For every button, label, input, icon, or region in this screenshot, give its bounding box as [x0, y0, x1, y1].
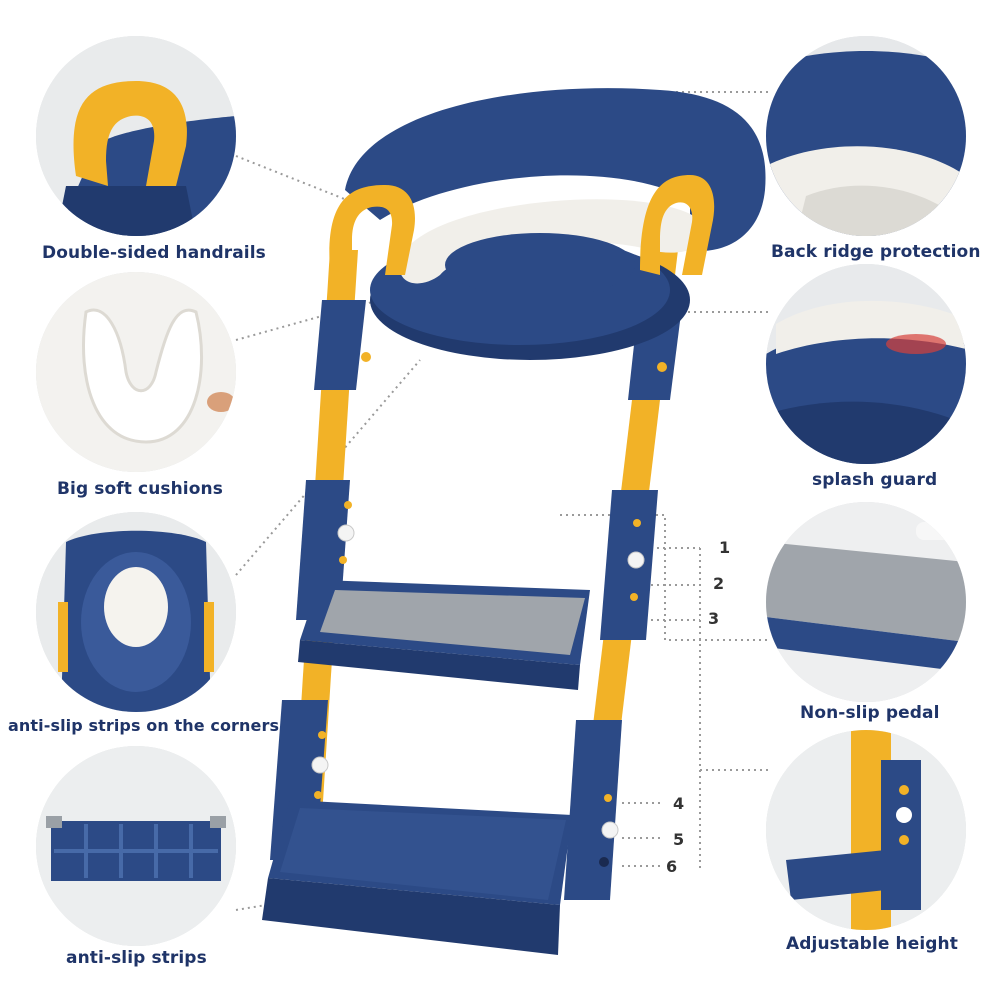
height-level-1: 1 [719, 538, 731, 557]
label-splash-guard: splash guard [812, 470, 938, 490]
label-non-slip-pedal: Non-slip pedal [800, 703, 940, 723]
back-ridge-closeup-icon [766, 36, 966, 236]
detail-circle-cushions [36, 272, 236, 472]
seat-underside-icon [36, 512, 236, 712]
adjustable-rail-icon [766, 730, 966, 930]
splash-guard-closeup-icon [766, 264, 966, 464]
detail-circle-anti-slip [36, 746, 236, 946]
cushion-closeup-icon [36, 272, 236, 472]
label-double-sided-handrails: Double-sided handrails [42, 243, 266, 263]
label-anti-slip-strips-corners: anti-slip strips on the corners [8, 716, 280, 735]
detail-circle-splash-guard [766, 264, 966, 464]
label-big-soft-cushions: Big soft cushions [57, 479, 223, 499]
step-underside-icon [36, 746, 236, 946]
detail-circle-back-ridge [766, 36, 966, 236]
height-level-6: 6 [666, 857, 678, 876]
detail-circle-pedal [766, 502, 966, 702]
height-level-3: 3 [708, 609, 720, 628]
detail-circle-handrails [36, 36, 236, 236]
label-adjustable-height: Adjustable height [786, 934, 958, 954]
height-level-4: 4 [673, 794, 685, 813]
label-back-ridge-protection: Back ridge protection [771, 242, 981, 262]
height-level-2: 2 [713, 574, 725, 593]
pedal-closeup-icon [766, 502, 966, 702]
label-anti-slip-strips: anti-slip strips [66, 948, 207, 968]
detail-circle-adjustable [766, 730, 966, 930]
handrail-closeup-icon [36, 36, 236, 236]
detail-circle-corner-strips [36, 512, 236, 712]
height-level-5: 5 [673, 830, 685, 849]
